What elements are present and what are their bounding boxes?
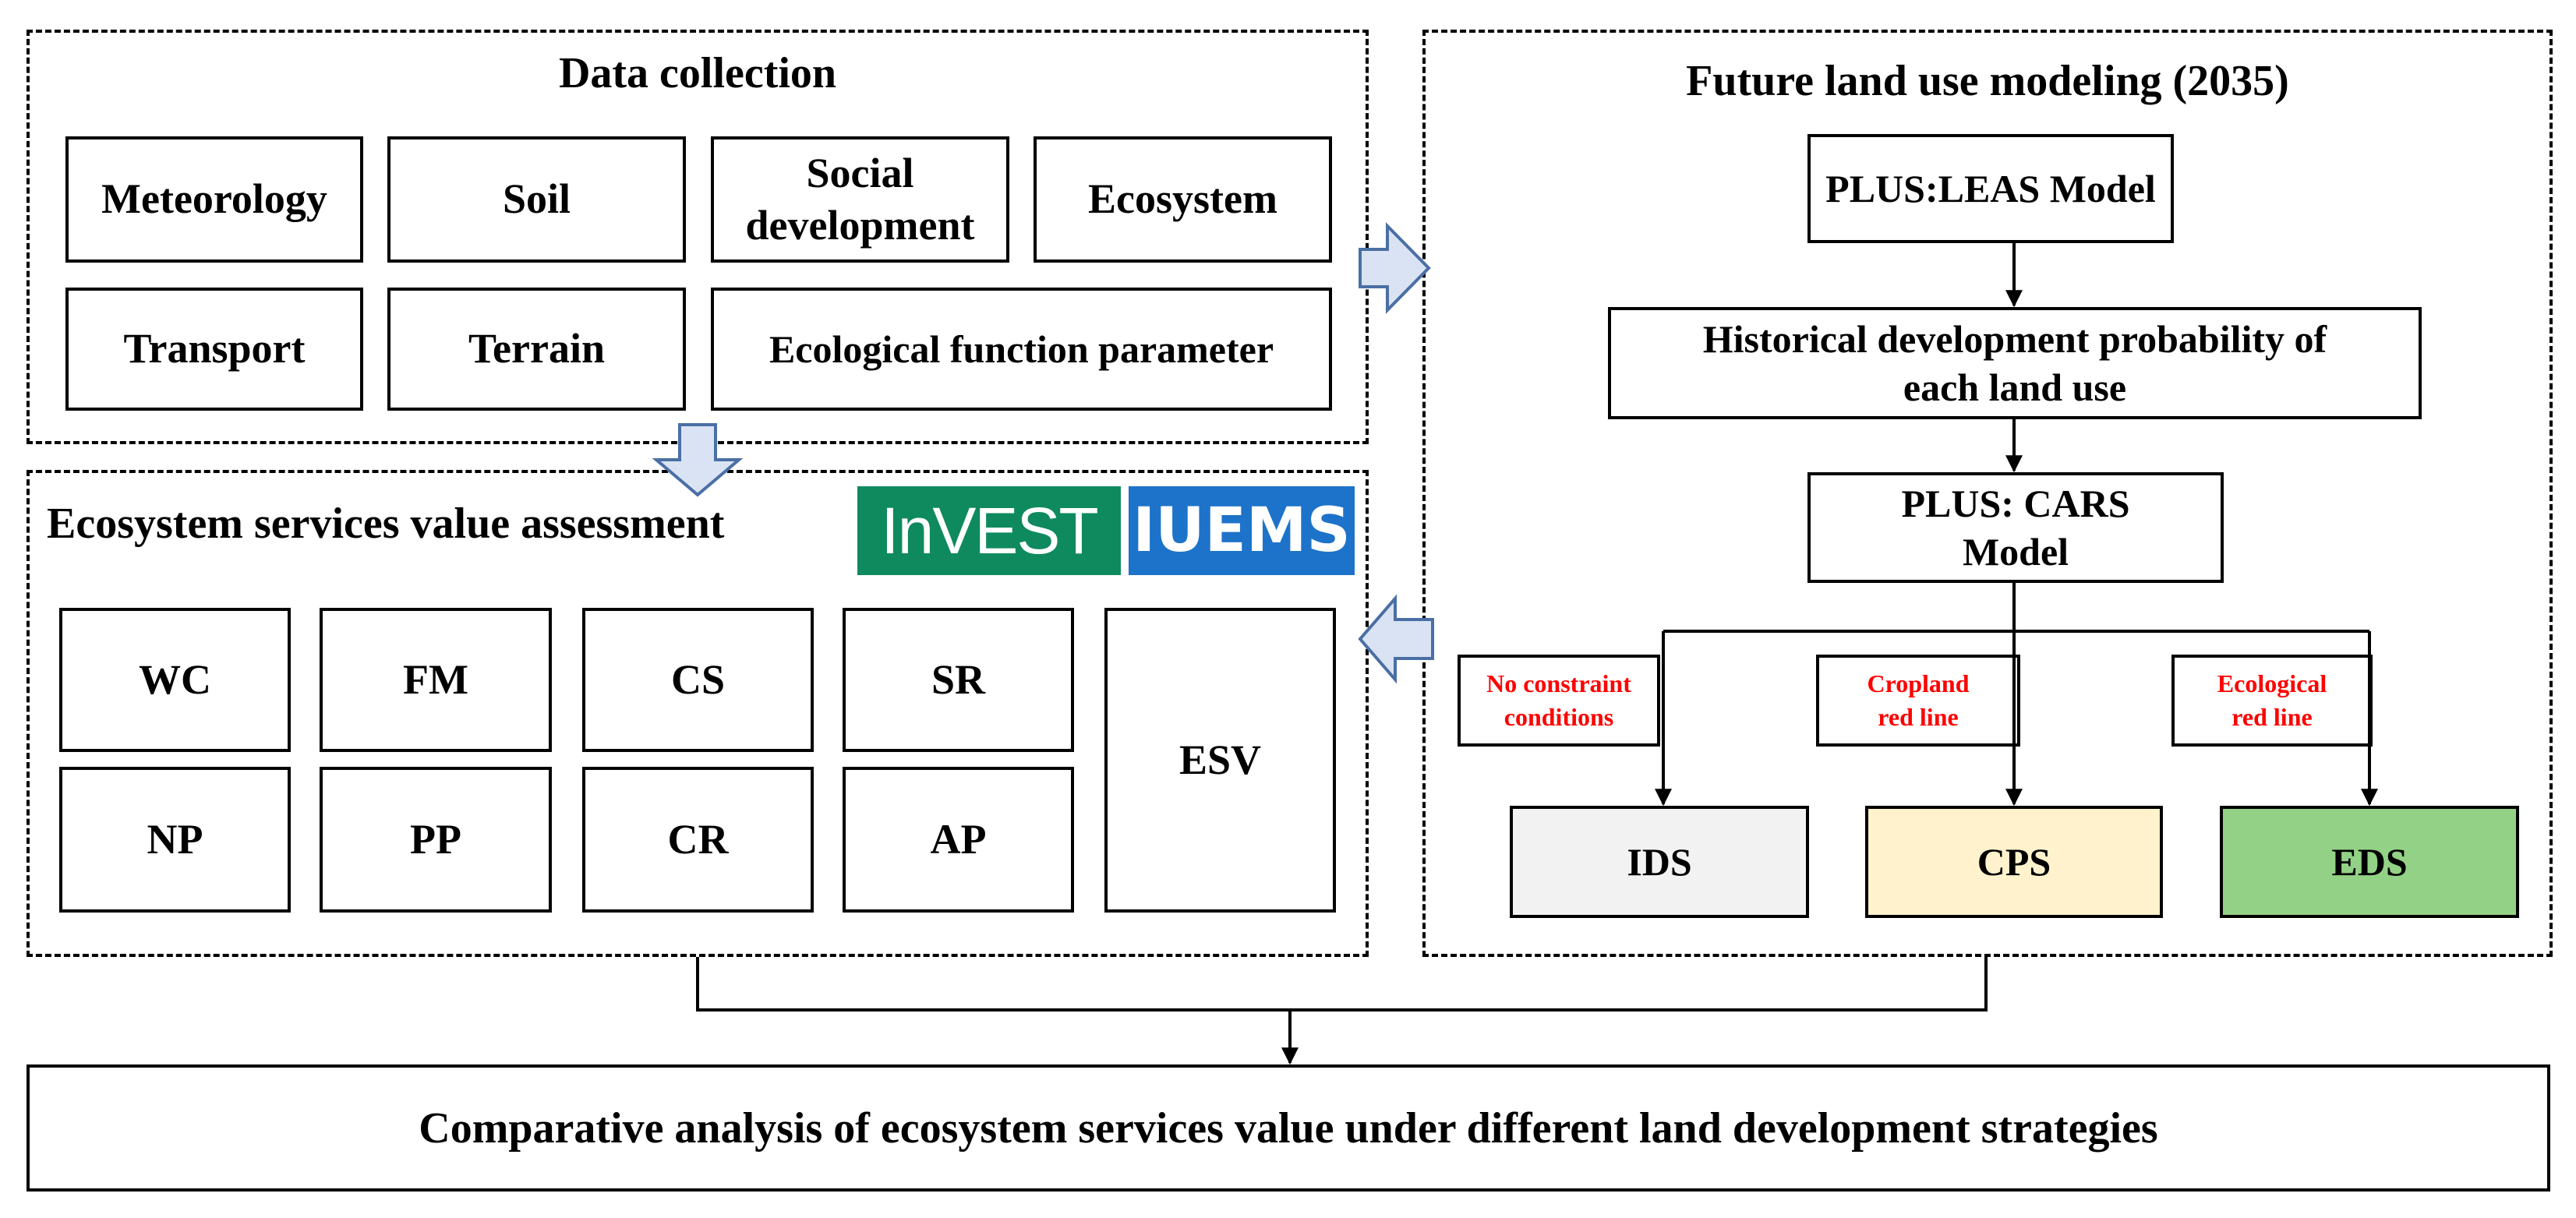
service-pp: PP (320, 767, 552, 913)
terrain-label: Terrain (468, 325, 605, 372)
scenario-cps: CPS (1865, 806, 2163, 918)
transport-label: Transport (123, 325, 306, 372)
block-arrow-left (1358, 594, 1434, 684)
service-fm: FM (320, 608, 552, 752)
esv-box: ESV (1104, 608, 1336, 913)
ecological-function-parameter-label: Ecological function parameter (769, 327, 1274, 371)
service-cs: CS (582, 608, 814, 752)
block-arrow-down (652, 423, 744, 497)
plus-leas-model-box: PLUS:LEAS Model (1807, 134, 2174, 243)
comparative-analysis-box: Comparative analysis of ecosystem servic… (27, 1064, 2550, 1192)
iuems-logo: IUEMS (1129, 486, 1355, 575)
meteorology-box: Meteorology (65, 136, 363, 263)
ecosystem-box: Ecosystem (1034, 136, 1332, 263)
land-use-modeling-title: Future land use modeling (2035) (1686, 57, 2289, 105)
terrain-box: Terrain (387, 288, 686, 411)
service-np: NP (59, 767, 291, 913)
scenario-eds: EDS (2220, 806, 2519, 918)
land-use-modeling-panel (1422, 30, 2553, 957)
data-collection-title: Data collection (558, 49, 837, 97)
scenario-ids: IDS (1510, 806, 1809, 918)
merge-connector-line (696, 957, 1988, 1011)
esv-assessment-title: Ecosystem services value assessment (47, 500, 725, 548)
service-sr: SR (843, 608, 1074, 752)
transport-box: Transport (65, 288, 363, 411)
invest-logo: InVEST (857, 486, 1121, 575)
ecosystem-label: Ecosystem (1088, 175, 1277, 223)
service-cr: CR (582, 767, 814, 913)
soil-label: Soil (502, 175, 571, 223)
service-ap: AP (843, 767, 1074, 913)
meteorology-label: Meteorology (101, 175, 327, 223)
ecological-function-parameter-box: Ecological function parameter (711, 288, 1332, 411)
soil-box: Soil (387, 136, 686, 263)
service-wc: WC (59, 608, 291, 752)
block-arrow-right (1359, 222, 1431, 314)
